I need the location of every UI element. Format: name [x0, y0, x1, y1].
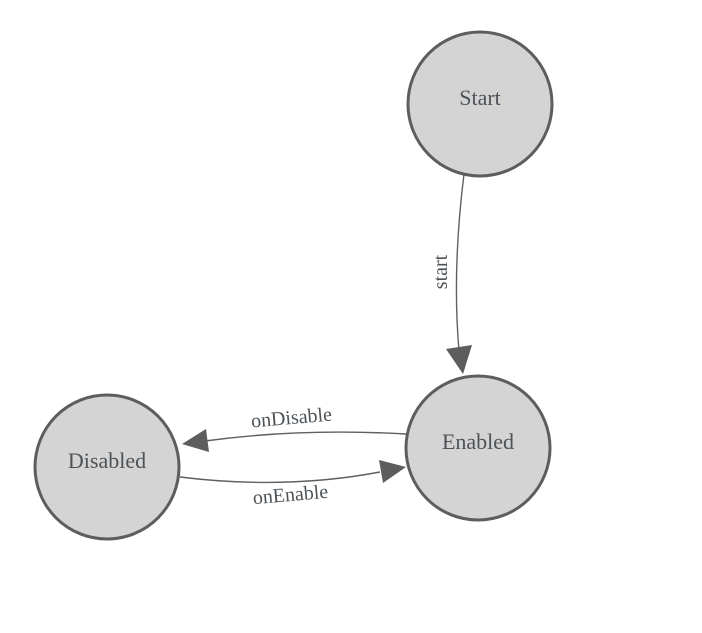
- transition-start[interactable]: start: [430, 173, 472, 374]
- transition-start-edge[interactable]: [455, 173, 465, 352]
- state-node-start[interactable]: Start: [406, 30, 554, 178]
- transition-ondisable-edge[interactable]: [204, 431, 407, 442]
- state-circle-start[interactable]: [406, 30, 554, 178]
- transition-ondisable-label: onDisable: [250, 404, 333, 433]
- transition-onenable-edge[interactable]: [179, 471, 381, 484]
- transition-ondisable[interactable]: onDisable: [182, 404, 407, 452]
- state-node-enabled[interactable]: Enabled: [404, 374, 552, 522]
- transition-start-arrowhead-icon: [446, 345, 472, 374]
- state-label-start: Start: [459, 85, 501, 110]
- transition-start-label: start: [430, 254, 452, 289]
- transition-onenable-label: onEnable: [252, 481, 329, 510]
- state-circle-enabled[interactable]: [404, 374, 552, 522]
- transition-ondisable-arrowhead-icon: [182, 429, 209, 452]
- transition-onenable[interactable]: onEnable: [179, 460, 406, 510]
- state-circle-disabled[interactable]: [33, 393, 181, 541]
- state-label-disabled: Disabled: [68, 448, 146, 473]
- state-node-disabled[interactable]: Disabled: [33, 393, 181, 541]
- transition-onenable-arrowhead-icon: [379, 460, 406, 483]
- state-label-enabled: Enabled: [442, 429, 514, 454]
